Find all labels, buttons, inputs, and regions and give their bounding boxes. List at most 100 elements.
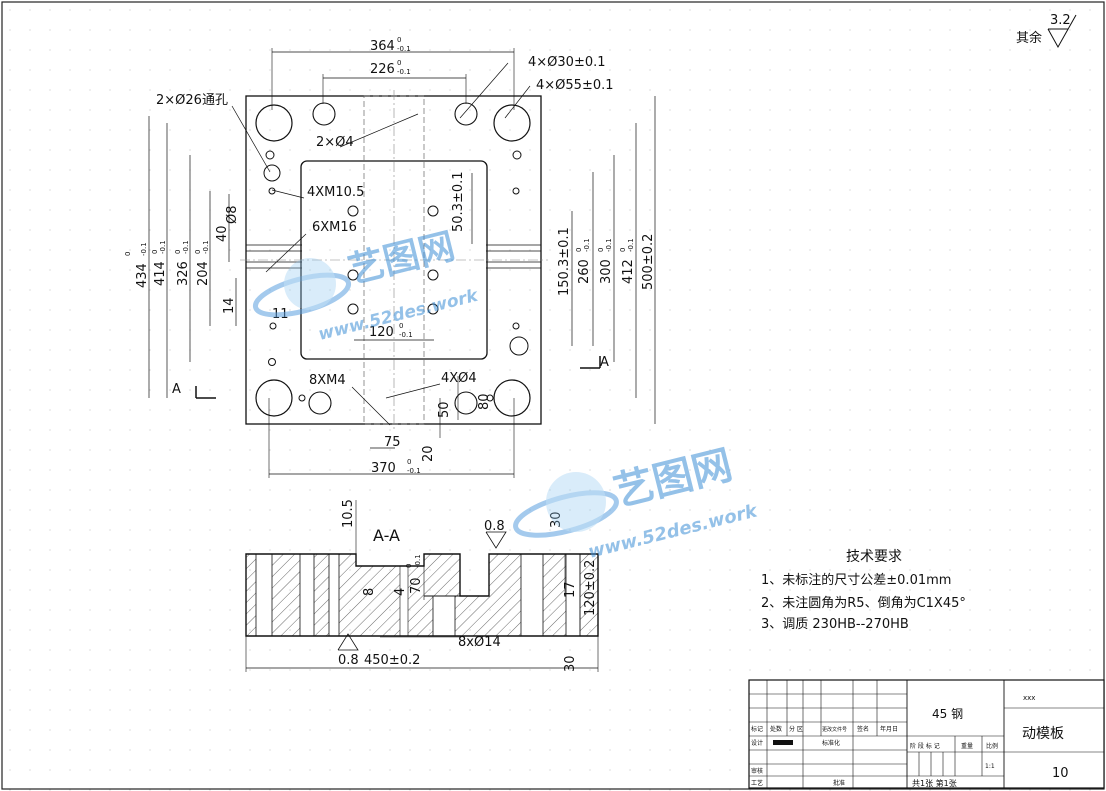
tol-260-upper: 0 xyxy=(575,248,583,252)
dim-holes-4b: 4XØ4 xyxy=(441,371,477,386)
tol-226-lower: -0.1 xyxy=(397,68,411,76)
sec-dim-0-8-top: 0.8 xyxy=(484,519,505,534)
tech-req-item: 3、调质 230HB--270HB xyxy=(761,617,909,632)
dim-80: 80 xyxy=(477,393,492,410)
dim-50: 50 xyxy=(437,401,452,418)
dim-40: 40 xyxy=(215,225,230,242)
tol-414-lower: -0.1 xyxy=(159,240,167,254)
sec-dim-holes-14: 8xØ14 xyxy=(458,635,501,650)
tb-row-label: 处数 xyxy=(770,725,782,733)
tech-req-item: 1、未标注的尺寸公差±0.01mm xyxy=(761,572,951,588)
dim-thread-m16: 6XM16 xyxy=(312,220,357,235)
dim-226: 226 xyxy=(370,62,395,77)
tol-120-lower: -0.1 xyxy=(399,331,413,339)
tol-204-lower: -0.1 xyxy=(202,240,210,254)
tb-company: xxx xyxy=(1023,694,1035,702)
dim-434: 434 xyxy=(135,263,150,288)
tb-left-label: 批准 xyxy=(833,779,845,787)
dim-50-3: 50.3±0.1 xyxy=(451,171,466,232)
sec-tol-70-upper: 0 xyxy=(405,564,413,568)
tol-120-upper: 0 xyxy=(399,322,403,330)
title-block: 标记 处数 分 区 更改文件号 签名 年月日 设计 标准化 审核 工艺 批准 阶… xyxy=(748,679,1105,789)
dim-364: 364 xyxy=(370,39,395,54)
tb-part-name: 动模板 xyxy=(1022,726,1064,742)
sec-dim-8: 8 xyxy=(362,588,377,596)
tb-left-label: 工艺 xyxy=(751,779,763,787)
tb-left-label: 审核 xyxy=(751,767,763,775)
tol-326-upper: 0 xyxy=(174,250,182,254)
tol-364-lower: -0.1 xyxy=(397,45,411,53)
sec-dim-70: 70 xyxy=(409,577,424,594)
dim-204: 204 xyxy=(196,261,211,286)
tol-326-lower: -0.1 xyxy=(182,240,190,254)
tol-370-lower: -0.1 xyxy=(407,467,421,475)
dim-326: 326 xyxy=(176,261,191,286)
dim-414: 414 xyxy=(153,261,168,286)
sec-dim-10-5: 10.5 xyxy=(341,499,356,528)
tol-414-upper: 0 xyxy=(151,250,159,254)
tb-row-label: 更改文件号 xyxy=(822,726,847,733)
tb-scale: 1:1 xyxy=(985,763,995,770)
dim-500: 500±0.2 xyxy=(641,234,656,290)
sec-dim-120: 120±0.2 xyxy=(583,560,598,616)
tb-stage-label: 重量 xyxy=(961,742,973,750)
hole-26 xyxy=(509,336,529,356)
dim-holes-26: 2×Ø26通孔 xyxy=(156,93,228,108)
sec-dim-30: 30 xyxy=(549,511,564,528)
hole-30 xyxy=(454,391,478,415)
guide-hole-55 xyxy=(255,379,293,417)
section-view: A-A 10.5 0.8 30 70 0 -0.1 8 4 17 120±0.2… xyxy=(245,499,599,672)
dim-holes-30: 4×Ø30±0.1 xyxy=(528,55,606,70)
sec-dim-17: 17 xyxy=(563,581,578,598)
tb-stage-label: 比例 xyxy=(986,742,998,750)
guide-hole-55 xyxy=(493,379,531,417)
section-mark-right: A xyxy=(600,355,609,370)
roughness-label: 其余 xyxy=(1016,30,1042,46)
tol-434-upper: 0 xyxy=(124,252,132,256)
roughness-symbol: 其余 3.2 xyxy=(1016,13,1077,49)
tol-260-lower: -0.1 xyxy=(583,238,591,252)
section-title: A-A xyxy=(373,526,400,545)
tech-req-item: 2、未注圆角为R5、倒角为C1X45° xyxy=(761,596,966,611)
dim-75: 75 xyxy=(384,435,401,450)
guide-hole-55 xyxy=(493,104,531,142)
sec-dim-4: 4 xyxy=(393,588,408,596)
tb-sheet: 共1张 第1张 xyxy=(912,778,957,788)
dim-412: 412 xyxy=(621,259,636,284)
guide-hole-55 xyxy=(255,104,293,142)
sec-dim-0-8-bottom: 0.8 xyxy=(338,653,359,668)
hole-30 xyxy=(308,391,332,415)
dim-thread-m4: 8XM4 xyxy=(309,373,346,388)
dim-150-3: 150.3±0.1 xyxy=(557,227,572,296)
tol-364-upper: 0 xyxy=(397,36,401,44)
dim-370: 370 xyxy=(371,461,396,476)
dim-holes-4a: 2×Ø4 xyxy=(316,135,354,150)
hole-30 xyxy=(312,102,336,126)
tol-300-upper: 0 xyxy=(597,248,605,252)
dim-14: 14 xyxy=(222,297,237,314)
section-mark-left: A xyxy=(172,382,181,397)
technical-requirements: 技术要求 1、未标注的尺寸公差±0.01mm 2、未注圆角为R5、倒角为C1X4… xyxy=(761,549,966,632)
tb-left-label: 标准化 xyxy=(822,739,840,747)
dim-260: 260 xyxy=(577,259,592,284)
sec-dim-450: 450±0.2 xyxy=(364,653,420,668)
tol-300-lower: -0.1 xyxy=(605,238,613,252)
tb-row-label: 年月日 xyxy=(880,725,898,733)
hole-26 xyxy=(263,164,281,182)
tb-stage-label: 阶 段 标 记 xyxy=(910,742,940,750)
dim-300: 300 xyxy=(599,259,614,284)
dim-120: 120 xyxy=(369,325,394,340)
sec-tol-70-lower: -0.1 xyxy=(414,554,422,568)
dim-holes-55: 4×Ø55±0.1 xyxy=(536,78,614,93)
tb-designer-block xyxy=(773,740,793,745)
sec-dim-30-bottom: 30 xyxy=(563,655,578,672)
tech-req-title: 技术要求 xyxy=(846,549,902,565)
tol-204-upper: 0 xyxy=(194,250,202,254)
tb-material: 45 钢 xyxy=(932,707,963,721)
tb-left-label: 设计 xyxy=(751,739,763,747)
tb-row-label: 标记 xyxy=(751,725,763,733)
tb-row-label: 签名 xyxy=(857,725,869,733)
tb-row-label: 分 区 xyxy=(789,725,803,733)
